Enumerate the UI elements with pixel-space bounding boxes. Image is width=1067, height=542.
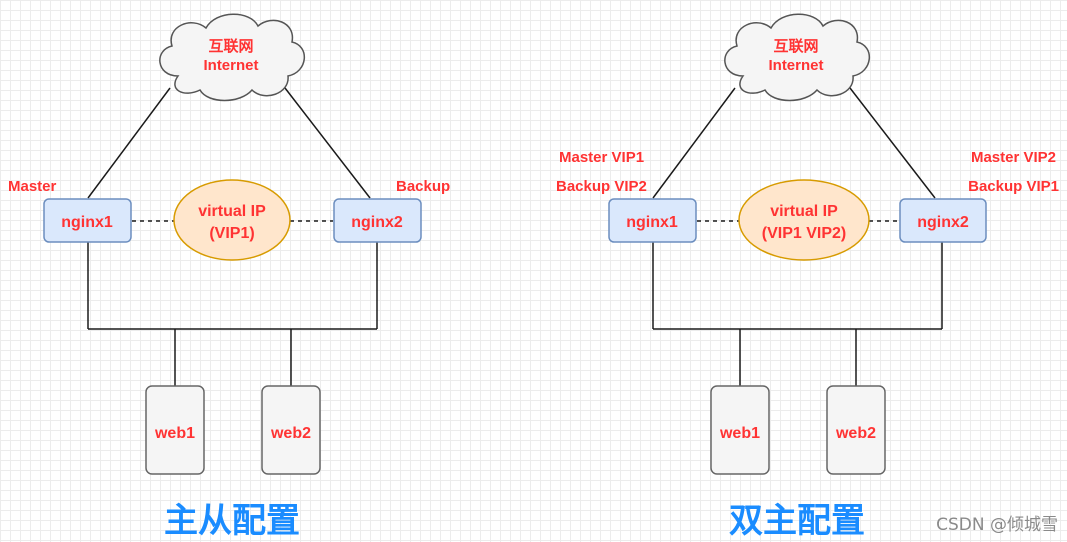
left-nginx1-label: nginx1 bbox=[61, 214, 113, 231]
right-nginx1-node: nginx1 bbox=[608, 198, 697, 243]
right-web1-node: web1 bbox=[710, 385, 770, 475]
left-master-label: Master bbox=[8, 178, 57, 195]
left-web2-node: web2 bbox=[261, 385, 321, 475]
left-nginx2-node: nginx2 bbox=[333, 198, 422, 243]
left-diagram: 互联网 Internet nginx1 nginx2 virtual IP (V… bbox=[8, 13, 450, 541]
left-vip-line2: (VIP1) bbox=[209, 225, 254, 242]
right-diagram: 互联网 Internet nginx1 nginx2 virtual IP (V… bbox=[556, 13, 1059, 541]
right-web1-label: web1 bbox=[719, 425, 760, 442]
left-nginx2-box bbox=[333, 198, 422, 243]
right-vip-line2: (VIP1 VIP2) bbox=[762, 225, 846, 242]
left-nginx2-label: nginx2 bbox=[351, 214, 403, 231]
left-backup-label: Backup bbox=[396, 178, 450, 195]
right-internet-cn-label: 互联网 bbox=[773, 38, 818, 55]
right-nginx2-label: nginx2 bbox=[917, 214, 969, 231]
right-left-label-1: Master VIP1 bbox=[559, 149, 644, 166]
left-web2-box bbox=[261, 385, 321, 475]
right-nginx2-box bbox=[899, 198, 987, 243]
right-vip-line1: virtual IP bbox=[770, 203, 838, 220]
left-link-internet-nginx1 bbox=[87, 87, 171, 199]
left-title: 主从配置 bbox=[164, 501, 300, 541]
left-web1-node: web1 bbox=[145, 385, 205, 475]
left-web1-box bbox=[145, 385, 205, 475]
right-vip-ellipse bbox=[738, 179, 870, 261]
left-connectors bbox=[87, 87, 378, 386]
right-left-label-2: Backup VIP2 bbox=[556, 178, 647, 195]
right-nginx2-node: nginx2 bbox=[899, 198, 987, 243]
left-internet-cloud: 互联网 Internet bbox=[159, 13, 306, 102]
right-nginx1-label: nginx1 bbox=[626, 214, 678, 231]
left-web1-label: web1 bbox=[154, 425, 195, 442]
right-link-internet-nginx2 bbox=[849, 87, 936, 199]
left-nginx1-node: nginx1 bbox=[43, 198, 132, 243]
right-web1-box bbox=[710, 385, 770, 475]
right-connectors bbox=[652, 87, 943, 386]
right-web2-label: web2 bbox=[835, 425, 876, 442]
right-title: 双主配置 bbox=[729, 501, 865, 541]
watermark-text: CSDN @倾城雪 bbox=[936, 515, 1058, 535]
left-link-internet-nginx2 bbox=[284, 87, 371, 199]
right-nginx1-box bbox=[608, 198, 697, 243]
left-internet-cn-label: 互联网 bbox=[208, 38, 253, 55]
left-web2-label: web2 bbox=[270, 425, 311, 442]
left-vip-line1: virtual IP bbox=[198, 203, 266, 220]
right-internet-cloud: 互联网 Internet bbox=[724, 13, 871, 102]
left-internet-en-label: Internet bbox=[203, 57, 258, 74]
right-web2-box bbox=[826, 385, 886, 475]
right-link-internet-nginx1 bbox=[652, 87, 736, 199]
right-web2-node: web2 bbox=[826, 385, 886, 475]
right-vip-node: virtual IP (VIP1 VIP2) bbox=[738, 179, 870, 261]
right-right-label-2: Backup VIP1 bbox=[968, 178, 1059, 195]
right-right-label-1: Master VIP2 bbox=[971, 149, 1056, 166]
right-internet-en-label: Internet bbox=[768, 57, 823, 74]
left-nginx1-box bbox=[43, 198, 132, 243]
left-vip-node: virtual IP (VIP1) bbox=[173, 179, 291, 261]
left-vip-ellipse bbox=[173, 179, 291, 261]
